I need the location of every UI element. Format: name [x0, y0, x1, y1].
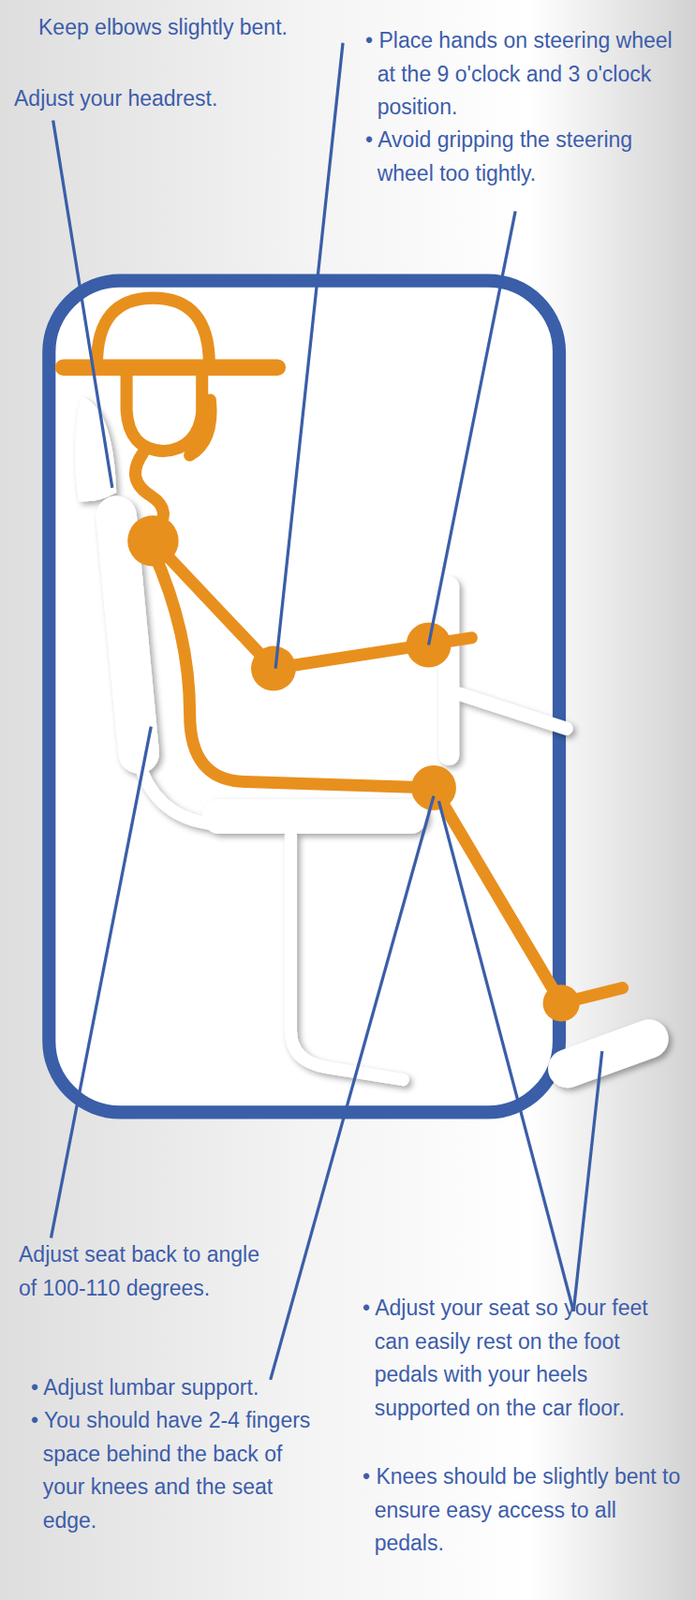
callout-text: Adjust your headrest. — [14, 82, 296, 117]
shoulder-joint — [127, 515, 178, 566]
head — [126, 375, 203, 452]
pedal — [567, 1038, 650, 1069]
leader-lines — [50, 43, 602, 1380]
callout-text: • Knees should be slightly bent to ensur… — [362, 1460, 682, 1561]
steering-column — [459, 694, 566, 729]
headrest — [75, 398, 116, 501]
leader-line — [53, 120, 113, 489]
ankle-joint — [543, 984, 580, 1022]
callout-text: Adjust seat back to angle of 100-110 deg… — [18, 1238, 270, 1305]
elbow-joint — [251, 646, 297, 692]
driver-figure — [63, 297, 623, 1004]
callout-text: • Place hands on steering wheel at the 9… — [365, 24, 689, 125]
callout-text: • Avoid gripping the steering wheel too … — [365, 123, 689, 191]
leader-line — [50, 726, 151, 1239]
callout-text: • Adjust lumbar support. — [30, 1371, 331, 1406]
torso-thigh — [152, 550, 434, 788]
knee-joint — [411, 765, 457, 811]
steering-wheel — [438, 586, 460, 756]
shin — [433, 787, 562, 1004]
drawing-group — [48, 43, 650, 1380]
seat-cushion — [219, 799, 411, 834]
seat-support — [290, 834, 403, 1080]
leader-line — [438, 800, 574, 1312]
joints — [127, 515, 580, 1022]
leader-line — [429, 211, 517, 646]
callout-text: • You should have 2-4 fingers space behi… — [30, 1404, 312, 1538]
seat-parts — [75, 398, 650, 1081]
leader-line — [270, 796, 434, 1380]
callout-text: • Adjust your seat so your feet can easi… — [362, 1291, 682, 1425]
leader-line — [275, 43, 343, 669]
leader-line — [573, 1051, 603, 1312]
hat-crown — [96, 297, 209, 365]
face — [190, 399, 211, 456]
hat-brim — [63, 358, 279, 375]
